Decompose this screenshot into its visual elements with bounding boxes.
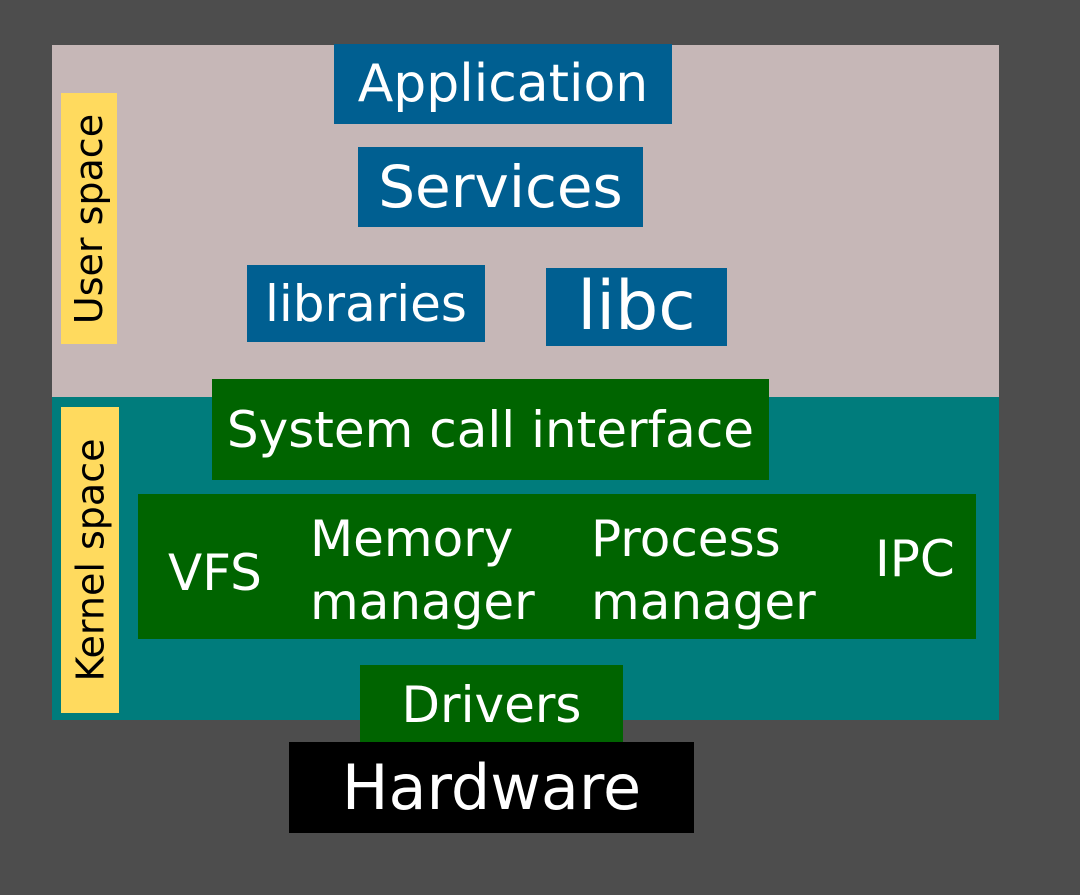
user-space-label: User space	[61, 93, 117, 344]
user-space-label-text: User space	[67, 113, 112, 324]
process-manager-line-2: manager	[591, 573, 816, 631]
kernel-subsystems-box: VFS Memory manager Process manager IPC	[138, 494, 976, 639]
process-manager-label: Process manager	[591, 508, 816, 634]
ipc-label: IPC	[875, 530, 955, 588]
kernel-space-label: Kernel space	[61, 407, 119, 713]
hardware-box: Hardware	[289, 742, 694, 833]
libc-box: libc	[546, 268, 727, 346]
memory-manager-line-1: Memory	[310, 510, 514, 568]
libraries-box: libraries	[247, 265, 485, 342]
vfs-label: VFS	[168, 544, 262, 602]
system-call-interface-box: System call interface	[212, 379, 769, 480]
services-box: Services	[358, 147, 643, 227]
kernel-space-label-text: Kernel space	[68, 438, 112, 682]
drivers-box: Drivers	[360, 665, 623, 745]
memory-manager-label: Memory manager	[310, 508, 535, 634]
application-box: Application	[334, 44, 672, 124]
memory-manager-line-2: manager	[310, 573, 535, 631]
process-manager-line-1: Process	[591, 510, 781, 568]
